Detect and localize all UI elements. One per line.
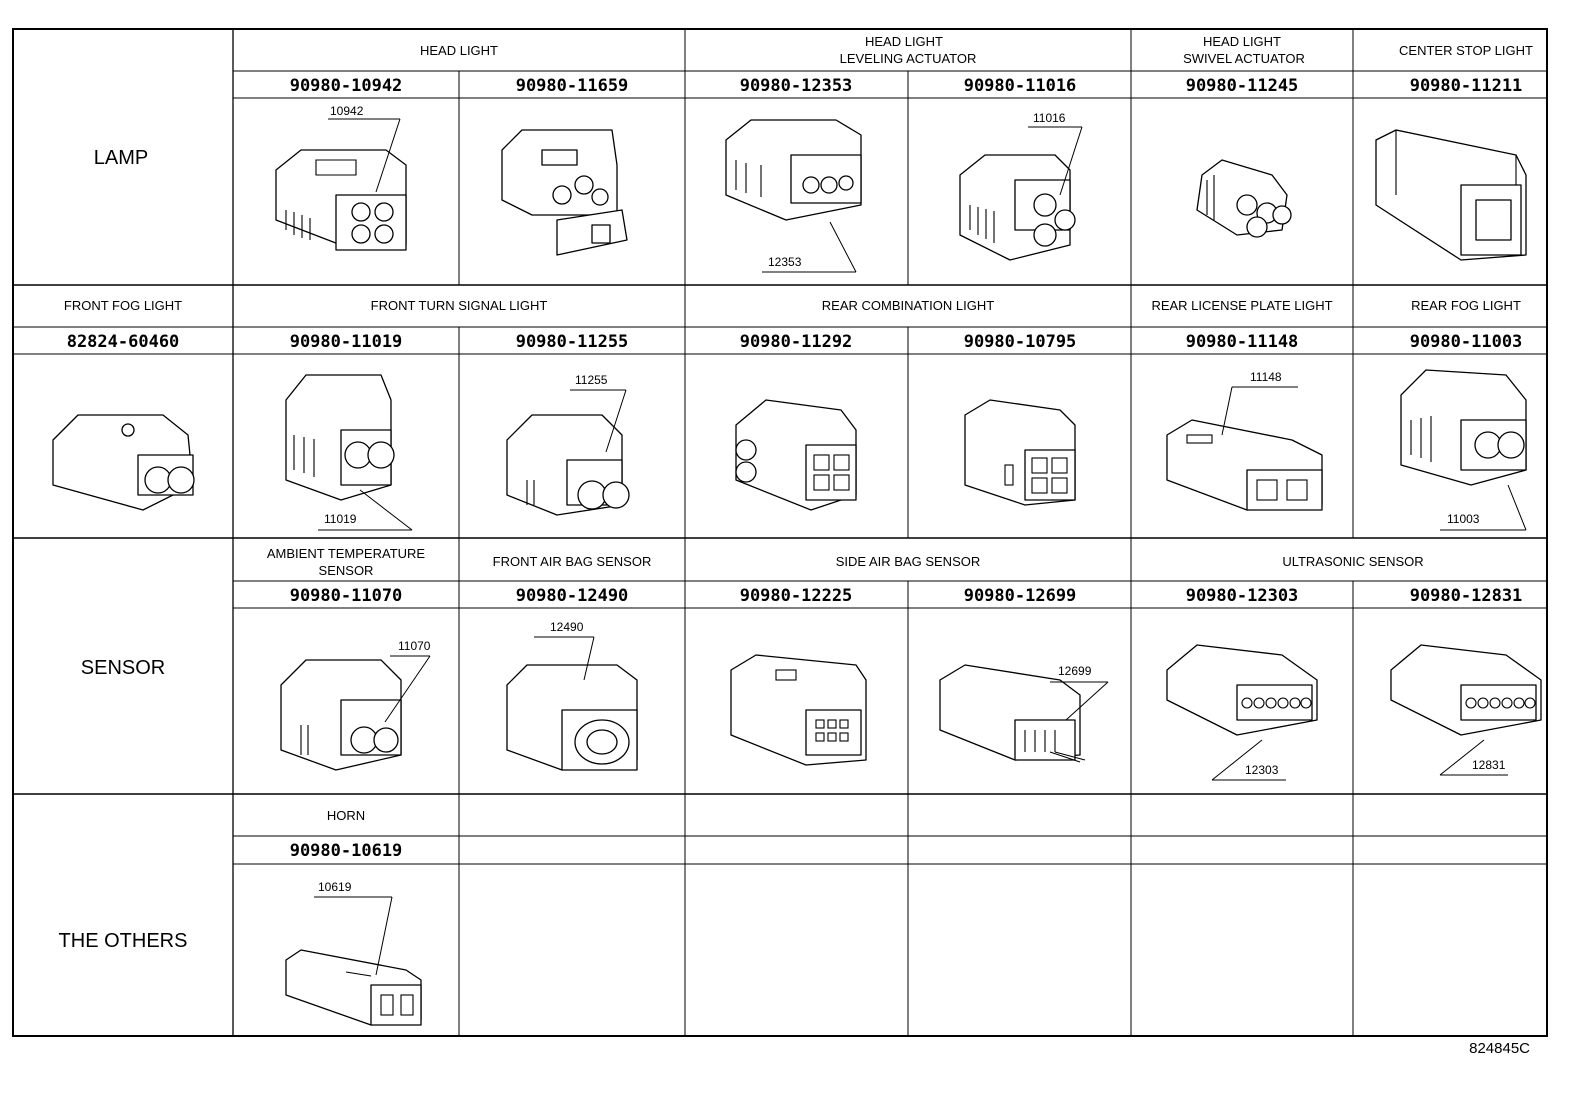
part-number: 90980-12303 <box>1186 586 1299 606</box>
callout-11003: 11003 <box>1440 484 1527 531</box>
part-number: 82824-60460 <box>67 332 180 352</box>
connector-11148-drawing <box>1166 419 1323 511</box>
header-front-turn-signal-light: FRONT TURN SIGNAL LIGHT <box>371 298 548 313</box>
reference-code: 824845C <box>1469 1040 1530 1057</box>
svg-text:12353: 12353 <box>768 255 802 269</box>
part-number: 90980-12225 <box>740 586 853 606</box>
svg-text:10619: 10619 <box>318 880 352 894</box>
part-number: 90980-11211 <box>1410 76 1523 96</box>
svg-text:11019: 11019 <box>324 512 357 526</box>
svg-text:11070: 11070 <box>398 639 431 653</box>
connector-11659-drawing <box>501 129 628 256</box>
part-number: 90980-11148 <box>1186 332 1299 352</box>
part-number: 90980-11019 <box>290 332 403 352</box>
category-lamp: LAMP <box>94 147 148 169</box>
connector-11245-drawing <box>1196 159 1292 238</box>
connector-11019-drawing <box>285 374 395 501</box>
callout-11019: 11019 <box>318 489 413 531</box>
header-rear-fog-light: REAR FOG LIGHT <box>1411 298 1521 313</box>
part-number: 90980-12699 <box>964 586 1077 606</box>
connector-11003-drawing <box>1400 369 1527 486</box>
table-grid <box>12 28 1548 1037</box>
connector-82824-60460-drawing <box>52 414 195 511</box>
connector-12699-drawing <box>939 664 1086 763</box>
svg-text:12303: 12303 <box>1245 763 1279 777</box>
category-others: THE OTHERS <box>59 930 188 952</box>
svg-text:11148: 11148 <box>1250 370 1282 384</box>
svg-text:10942: 10942 <box>330 104 364 118</box>
part-number: 90980-11245 <box>1186 76 1299 96</box>
connector-10795-drawing <box>964 399 1076 506</box>
category-sensor: SENSOR <box>81 657 165 679</box>
svg-text:12699: 12699 <box>1058 664 1092 678</box>
connector-11292-drawing <box>735 399 857 511</box>
callout-12303: 12303 <box>1211 739 1286 781</box>
connector-12831-drawing <box>1390 644 1542 736</box>
svg-text:12490: 12490 <box>550 620 584 634</box>
header-ambient-temperature-sensor-line1: AMBIENT TEMPERATURE <box>267 546 426 561</box>
header-head-light: HEAD LIGHT <box>420 43 498 58</box>
callout-12353: 12353 <box>762 221 857 273</box>
callout-11255: 11255 <box>570 373 627 453</box>
header-front-air-bag-sensor: FRONT AIR BAG SENSOR <box>493 554 652 569</box>
part-number: 90980-11003 <box>1410 332 1523 352</box>
connector-11070-drawing <box>280 659 402 771</box>
callout-12831: 12831 <box>1439 739 1508 776</box>
connector-12490-drawing <box>506 664 638 771</box>
header-center-stop-light: CENTER STOP LIGHT <box>1399 43 1533 58</box>
svg-text:11016: 11016 <box>1033 111 1066 125</box>
header-ultrasonic-sensor: ULTRASONIC SENSOR <box>1282 554 1423 569</box>
header-horn: HORN <box>327 808 365 823</box>
connector-12225-drawing <box>730 654 867 766</box>
header-rear-combination-light: REAR COMBINATION LIGHT <box>822 298 994 313</box>
connector-12303-drawing <box>1166 644 1318 736</box>
part-number: 90980-11070 <box>290 586 403 606</box>
header-head-light-swivel-line1: HEAD LIGHT <box>1203 34 1281 49</box>
callout-12490: 12490 <box>534 620 595 681</box>
header-front-fog-light: FRONT FOG LIGHT <box>64 298 182 313</box>
header-rear-license-plate-light: REAR LICENSE PLATE LIGHT <box>1151 298 1332 313</box>
connector-10619-drawing <box>285 949 422 1026</box>
part-number: 90980-11016 <box>964 76 1077 96</box>
part-number: 90980-12831 <box>1410 586 1523 606</box>
connector-11016-drawing <box>959 154 1076 261</box>
connector-10942-drawing <box>275 149 407 251</box>
part-number: 90980-10795 <box>964 332 1077 352</box>
callout-11016: 11016 <box>1028 111 1083 196</box>
part-number: 90980-12353 <box>740 76 853 96</box>
callout-12699: 12699 <box>1050 664 1109 721</box>
header-head-light-leveling-line1: HEAD LIGHT <box>865 34 943 49</box>
header-head-light-leveling-line2: LEVELING ACTUATOR <box>840 51 977 66</box>
svg-text:11255: 11255 <box>575 373 608 387</box>
part-number: 90980-11659 <box>516 76 629 96</box>
svg-text:11003: 11003 <box>1447 512 1480 526</box>
header-ambient-temperature-sensor-line2: SENSOR <box>319 563 374 578</box>
part-number: 90980-10619 <box>290 841 403 861</box>
part-number: 90980-11292 <box>740 332 853 352</box>
callout-10942: 10942 <box>328 104 401 193</box>
part-number: 90980-12490 <box>516 586 629 606</box>
part-number: 90980-11255 <box>516 332 629 352</box>
callout-11070: 11070 <box>384 639 431 723</box>
header-head-light-swivel-line2: SWIVEL ACTUATOR <box>1183 51 1305 66</box>
callout-10619: 10619 <box>314 880 393 976</box>
callout-11148: 11148 <box>1221 370 1298 436</box>
svg-text:12831: 12831 <box>1472 758 1506 772</box>
connector-12353-drawing <box>725 119 862 221</box>
connector-11255-drawing <box>506 414 630 516</box>
header-side-air-bag-sensor: SIDE AIR BAG SENSOR <box>836 554 981 569</box>
connector-11211-drawing <box>1375 129 1527 261</box>
part-number: 90980-10942 <box>290 76 403 96</box>
